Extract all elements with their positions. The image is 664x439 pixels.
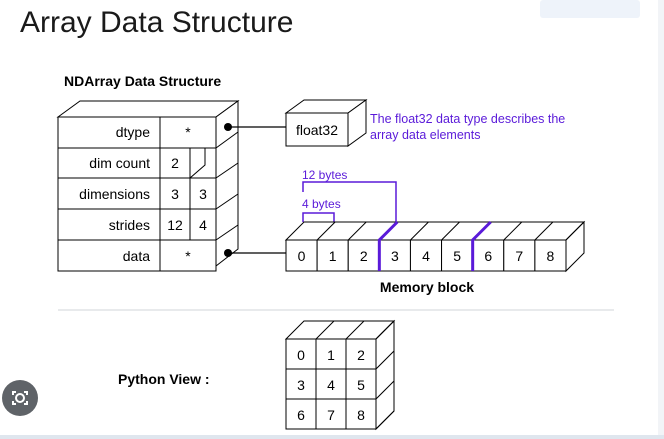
memory-cell-edge-8 (565, 221, 585, 241)
python-cell-value-1-2: 5 (357, 377, 365, 393)
dimensions-value-0: 3 (171, 186, 179, 202)
memory-cell-edge-4 (441, 221, 460, 241)
strides-value-1: 4 (199, 217, 207, 233)
memory-cell-value-2: 2 (360, 248, 368, 264)
dimensions-value-1: 3 (199, 186, 207, 202)
row-label-data: data (123, 248, 150, 264)
bytes-label-small: 4 bytes (302, 197, 341, 211)
python-cell-value-1-1: 4 (327, 377, 335, 393)
python-cell-value-0-2: 2 (357, 347, 365, 363)
memory-cell-value-1: 1 (329, 248, 337, 264)
python-cell-2-2 (345, 398, 377, 430)
python-grid-side-edge-3 (375, 410, 395, 430)
ndarray-row-data (57, 239, 217, 272)
python-view-grid: 0 1 2 3 4 5 6 7 8 (285, 320, 395, 430)
memory-cell-7 (503, 239, 536, 272)
memory-cell-5 (441, 239, 474, 272)
memory-cell-value-8: 8 (547, 248, 555, 264)
memory-cell-edge-7 (534, 221, 554, 241)
float32-box (284, 99, 368, 147)
row-label-dimensions: dimensions (79, 186, 150, 202)
row-label-dtype: dtype (116, 124, 150, 140)
python-view-label: Python View : (118, 371, 210, 387)
lens-icon (12, 391, 28, 405)
python-cell-value-2-1: 7 (327, 407, 335, 423)
strides-value-0: 12 (167, 217, 183, 233)
python-view-grid-depth (284, 319, 396, 431)
python-grid-top-edge-2 (345, 320, 365, 340)
ndarray-heading: NDArray Data Structure (64, 73, 221, 89)
memory-cell-value-4: 4 (422, 248, 430, 264)
ndarray-table (57, 116, 217, 272)
python-grid-side-edge-2 (375, 380, 395, 400)
memory-cell-edge-6 (503, 221, 523, 241)
dtype-pointer-value: * (185, 124, 191, 140)
memory-cell-8 (534, 239, 567, 272)
bytes-brace-small (302, 212, 335, 222)
data-pointer-arrow (224, 249, 286, 257)
python-cell-value-1-0: 3 (297, 377, 305, 393)
float32-label: float32 (296, 122, 338, 138)
bottom-border (0, 435, 664, 439)
memory-cell-value-6: 6 (484, 248, 492, 264)
memory-cells: 0 1 2 3 4 5 6 7 8 (285, 220, 585, 272)
python-grid-side-edge-1 (375, 350, 395, 370)
bytes-brace-large (302, 181, 397, 222)
python-grid-top-edge-3 (375, 320, 395, 340)
python-cell-1-0 (285, 368, 317, 400)
dtype-note-line2: array data elements (370, 128, 480, 142)
row-boundary-marker-3 (377, 220, 399, 271)
lens-button[interactable] (2, 380, 38, 416)
memory-cell-value-0: 0 (298, 248, 306, 264)
dim-count-value: 2 (171, 155, 179, 171)
memory-cell-value-7: 7 (515, 248, 523, 264)
page-title: Array Data Structure (20, 6, 294, 39)
top-toolbar-strip (540, 0, 640, 18)
scrollbar-track[interactable] (658, 0, 664, 439)
memory-cell-edge-1 (347, 221, 367, 241)
python-cell-value-0-0: 0 (297, 347, 305, 363)
memory-cell-edge-3 (410, 221, 429, 241)
row-boundary-marker-6 (471, 220, 492, 271)
memory-cell-value-5: 5 (453, 248, 461, 264)
data-pointer-value: * (185, 248, 191, 264)
memory-block-label: Memory block (380, 279, 474, 295)
memory-cell-2 (347, 239, 380, 272)
dtype-note-line1: The float32 data type describes the (370, 112, 565, 126)
python-cell-value-2-2: 8 (357, 407, 365, 423)
bytes-label-large: 12 bytes (302, 168, 347, 182)
python-cell-2-1 (315, 398, 347, 430)
python-cell-value-2-0: 6 (297, 407, 305, 423)
python-cell-1-2 (345, 368, 377, 400)
row-label-strides: strides (109, 217, 150, 233)
memory-cell-edge-0 (316, 221, 336, 241)
memory-cell-value-3: 3 (391, 248, 399, 264)
python-grid-top-edge-1 (315, 320, 335, 340)
dtype-pointer-arrow (224, 123, 286, 131)
row-label-dim-count: dim count (89, 155, 150, 171)
python-cell-value-0-1: 1 (327, 347, 335, 363)
